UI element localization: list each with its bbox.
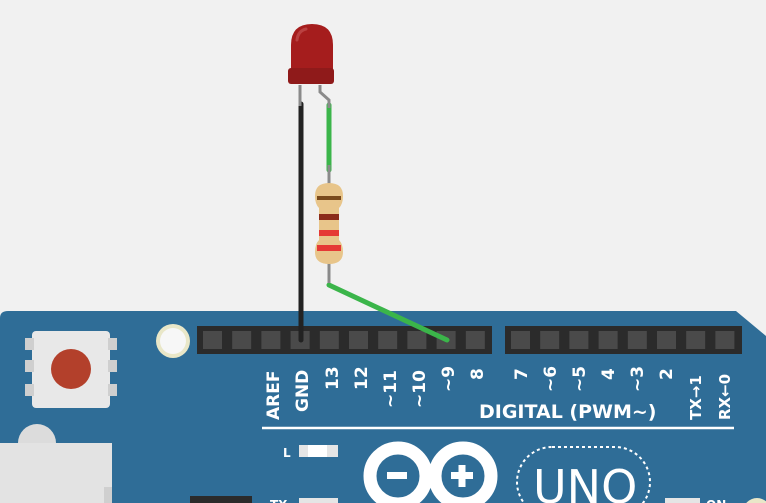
reset-button[interactable]	[25, 331, 117, 408]
digital-pwm-label: DIGITAL (PWM~)	[479, 401, 657, 423]
board-body	[0, 311, 766, 503]
header-pin-slot[interactable]	[261, 331, 281, 349]
l-led-label: L	[283, 446, 291, 460]
header-pin-slot[interactable]	[715, 331, 735, 349]
header-pin-slot[interactable]	[569, 331, 589, 349]
resistor-band-2	[319, 214, 339, 220]
pin-label-11: ~11	[381, 370, 401, 408]
header-slots-right	[511, 331, 735, 349]
resistor-band-4	[317, 245, 341, 251]
pin-label-gnd: GND	[293, 370, 313, 412]
pin-label-6: ~6	[541, 366, 561, 392]
pin-label-8: 8	[468, 368, 488, 380]
pin-label-tx1: TX→1	[687, 375, 705, 420]
pin-labels-left: AREF GND 13 12 ~11 ~10 ~9 8	[264, 366, 488, 420]
l-indicator-led	[299, 445, 338, 457]
header-pin-slot[interactable]	[232, 331, 252, 349]
header-pin-slot[interactable]	[657, 331, 676, 349]
pin-label-9: ~9	[439, 366, 459, 392]
tx-indicator-led	[299, 498, 338, 503]
header-pin-slot[interactable]	[349, 331, 368, 349]
on-led-label: ON	[706, 498, 726, 503]
red-led-icon[interactable]	[288, 24, 334, 108]
pin-label-5: ~5	[570, 366, 590, 392]
header-pin-slot[interactable]	[203, 331, 222, 349]
usb-connector	[0, 424, 112, 503]
arduino-uno-board[interactable]: AREF GND 13 12 ~11 ~10 ~9 8 7 ~6 ~5 4 ~3…	[0, 311, 766, 503]
resistor-icon[interactable]	[315, 183, 343, 264]
pin-labels-right: 7 ~6 ~5 4 ~3 2 TX→1 RX←0	[512, 366, 734, 420]
header-pin-slot[interactable]	[407, 331, 427, 349]
pin-label-10: ~10	[410, 370, 430, 408]
on-indicator-led	[665, 498, 700, 503]
pin-label-12: 12	[352, 366, 372, 390]
pin-label-7: 7	[512, 368, 532, 380]
resistor-band-3	[319, 230, 339, 236]
tx-led-label: TX	[270, 498, 288, 503]
arduino-infinity-logo-icon	[363, 441, 498, 503]
header-pin-slot[interactable]	[627, 331, 647, 349]
pin-label-4: 4	[599, 368, 619, 380]
header-pin-slot[interactable]	[319, 331, 339, 349]
pin-label-13: 13	[323, 366, 343, 390]
pin-label-3: ~3	[628, 366, 648, 392]
header-pin-slot[interactable]	[378, 331, 398, 349]
header-slots-left	[203, 331, 485, 349]
pin-label-2: 2	[657, 368, 677, 380]
header-pin-slot[interactable]	[598, 331, 618, 349]
header-pin-slot[interactable]	[686, 331, 706, 349]
ic-chip-edge	[190, 496, 252, 503]
resistor-band-1	[317, 196, 341, 200]
pin-label-rx0: RX←0	[716, 374, 734, 420]
green-wire-resistor-to-pin9[interactable]	[326, 282, 450, 343]
header-pin-slot[interactable]	[511, 331, 530, 349]
pin-label-aref: AREF	[264, 371, 284, 420]
uno-badge	[516, 446, 651, 503]
header-pin-slot[interactable]	[540, 331, 560, 349]
uno-label: UNO	[533, 460, 637, 503]
header-pin-slot[interactable]	[465, 331, 485, 349]
